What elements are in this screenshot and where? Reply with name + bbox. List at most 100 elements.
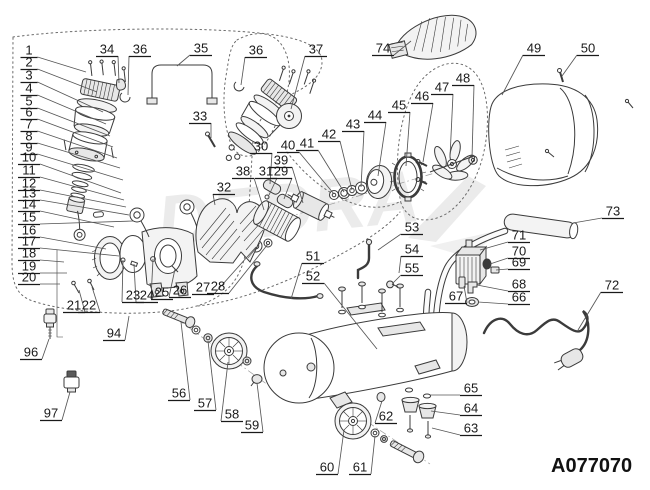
leader-line-60 (337, 429, 345, 475)
leader-line-52 (323, 282, 378, 350)
callout-7: 7 (25, 117, 32, 132)
leader-line-24 (133, 263, 137, 303)
washer-65b (422, 393, 432, 399)
leader-line-61 (370, 435, 376, 475)
leader-line-44 (377, 121, 387, 177)
callout-40: 40 (281, 138, 295, 153)
callout-4: 4 (25, 81, 32, 96)
valve-seat (68, 147, 105, 162)
check-valve-96 (43, 250, 63, 339)
cover-gasket (119, 235, 147, 273)
callout-31: 31 (259, 164, 273, 179)
callout-30: 30 (254, 139, 268, 154)
wheel-bracket-2 (414, 359, 441, 375)
screw-33 (205, 131, 216, 148)
callout-20: 20 (22, 270, 36, 285)
sleeve-29 (276, 193, 294, 209)
watermark-swoosh (408, 176, 486, 242)
leader-line-37 (290, 55, 306, 110)
callout-6: 6 (25, 105, 32, 120)
mount-plate-lower (377, 321, 426, 337)
leader-line-28 (228, 243, 269, 294)
callout-37: 37 (309, 42, 323, 57)
callout-49: 49 (527, 41, 541, 56)
leader-line-25 (150, 258, 154, 300)
leader-line-74 (393, 40, 412, 56)
plate-2d (235, 122, 264, 145)
callout-58: 58 (225, 407, 239, 422)
callout-50: 50 (581, 41, 595, 56)
callout-48: 48 (456, 71, 470, 86)
callout-97: 97 (44, 406, 58, 421)
leader-line-62 (374, 400, 383, 424)
motor-axis (244, 159, 479, 231)
leader-line-63 (431, 427, 461, 436)
crankcase-bore-inner (159, 244, 177, 268)
head-fin-lines (83, 78, 115, 101)
leader-line-13 (39, 199, 130, 216)
callout-54: 54 (405, 242, 419, 257)
bracket-35 (146, 64, 218, 105)
callout-71: 71 (512, 228, 526, 243)
conrod-big-end (73, 228, 86, 241)
leader-line-26 (168, 268, 176, 298)
leader-line-11 (39, 176, 125, 201)
leader-line-2 (37, 68, 98, 93)
bolts-21-22 (73, 281, 95, 294)
callout-16: 16 (22, 223, 36, 238)
leader-line-50 (561, 54, 578, 77)
callout-21: 21 (67, 298, 81, 313)
callout-25: 25 (155, 285, 169, 300)
head-bolts-2 (278, 65, 317, 94)
leader-line-1 (37, 56, 87, 73)
leader-line-64 (430, 410, 461, 416)
leader-line-8 (37, 142, 121, 169)
callout-66: 66 (512, 290, 526, 305)
leader-line-17 (39, 247, 120, 257)
callout-15: 15 (22, 210, 36, 225)
callout-32: 32 (217, 180, 231, 195)
crankcase-bore (154, 238, 182, 274)
cylinder-stack-2 (225, 65, 317, 161)
leader-line-57 (207, 340, 217, 411)
callout-62: 62 (379, 409, 393, 424)
leader-line-43 (360, 130, 365, 188)
callout-9: 9 (25, 140, 32, 155)
axle-hardware-61 (370, 428, 388, 443)
cylinder-stack-1 (63, 59, 126, 241)
leader-line-12 (39, 189, 127, 208)
leader-line-71 (479, 241, 509, 251)
callout-1: 1 (25, 43, 32, 58)
clip-55 (386, 280, 399, 289)
callout-2: 2 (25, 55, 32, 70)
callout-96: 96 (24, 345, 38, 360)
leader-line-3 (37, 81, 104, 113)
fitting-97 (63, 370, 80, 393)
callout-61: 61 (353, 460, 367, 475)
feet-group (401, 387, 437, 439)
callout-41: 41 (300, 136, 314, 151)
callout-36: 36 (133, 42, 147, 57)
callout-24: 24 (140, 288, 154, 303)
stator-ring-45 (389, 152, 427, 202)
front-cover-inner (99, 242, 121, 274)
leader-line-48 (471, 84, 475, 159)
callout-57: 57 (198, 396, 212, 411)
callout-27: 27 (196, 280, 210, 295)
piston-ring-1 (71, 180, 89, 188)
leader-line-27 (213, 246, 257, 295)
wheel-60 (334, 402, 372, 440)
dotted-connector-lower (197, 211, 401, 307)
leader-line-47 (449, 93, 454, 158)
leader-line-54 (398, 255, 402, 274)
leader-line-72 (577, 291, 602, 331)
callout-74: 74 (376, 41, 390, 56)
callout-11: 11 (22, 163, 36, 178)
callout-72: 72 (605, 278, 619, 293)
pipe-53 (356, 242, 371, 280)
finned-sleeve-38 (253, 200, 301, 242)
washer-65a (404, 387, 414, 393)
callout-3: 3 (25, 68, 32, 83)
callout-14: 14 (22, 197, 36, 212)
